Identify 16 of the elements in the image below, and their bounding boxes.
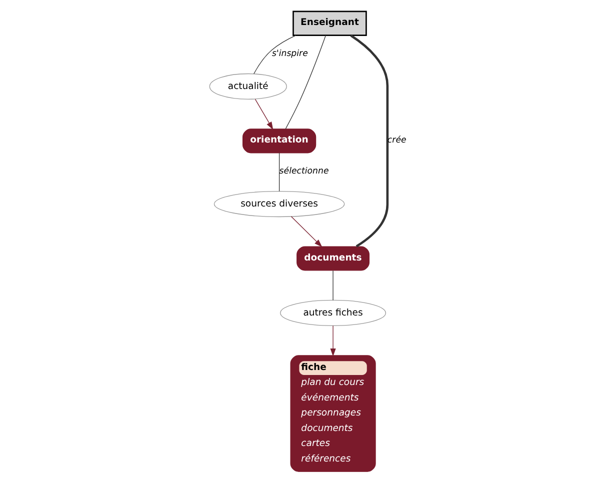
connector	[284, 35, 326, 130]
connector	[278, 152, 280, 192]
connector	[350, 34, 388, 248]
connector	[332, 270, 333, 301]
node-ellipse: autres fiches	[280, 300, 386, 326]
arrow	[330, 325, 336, 356]
node-ellipse: sources diverses	[213, 190, 344, 218]
node-box: documents	[296, 246, 370, 271]
connector	[253, 35, 296, 74]
node-box: Enseignant	[292, 10, 366, 36]
node-box: fiche plan du cours événements personnages documents cartes références	[290, 355, 376, 472]
node-ellipse: actualité	[208, 73, 286, 100]
node-box: orientation	[242, 128, 316, 154]
edge-label: s'inspire	[272, 49, 308, 60]
arrow	[254, 98, 273, 130]
arrow	[290, 216, 322, 248]
